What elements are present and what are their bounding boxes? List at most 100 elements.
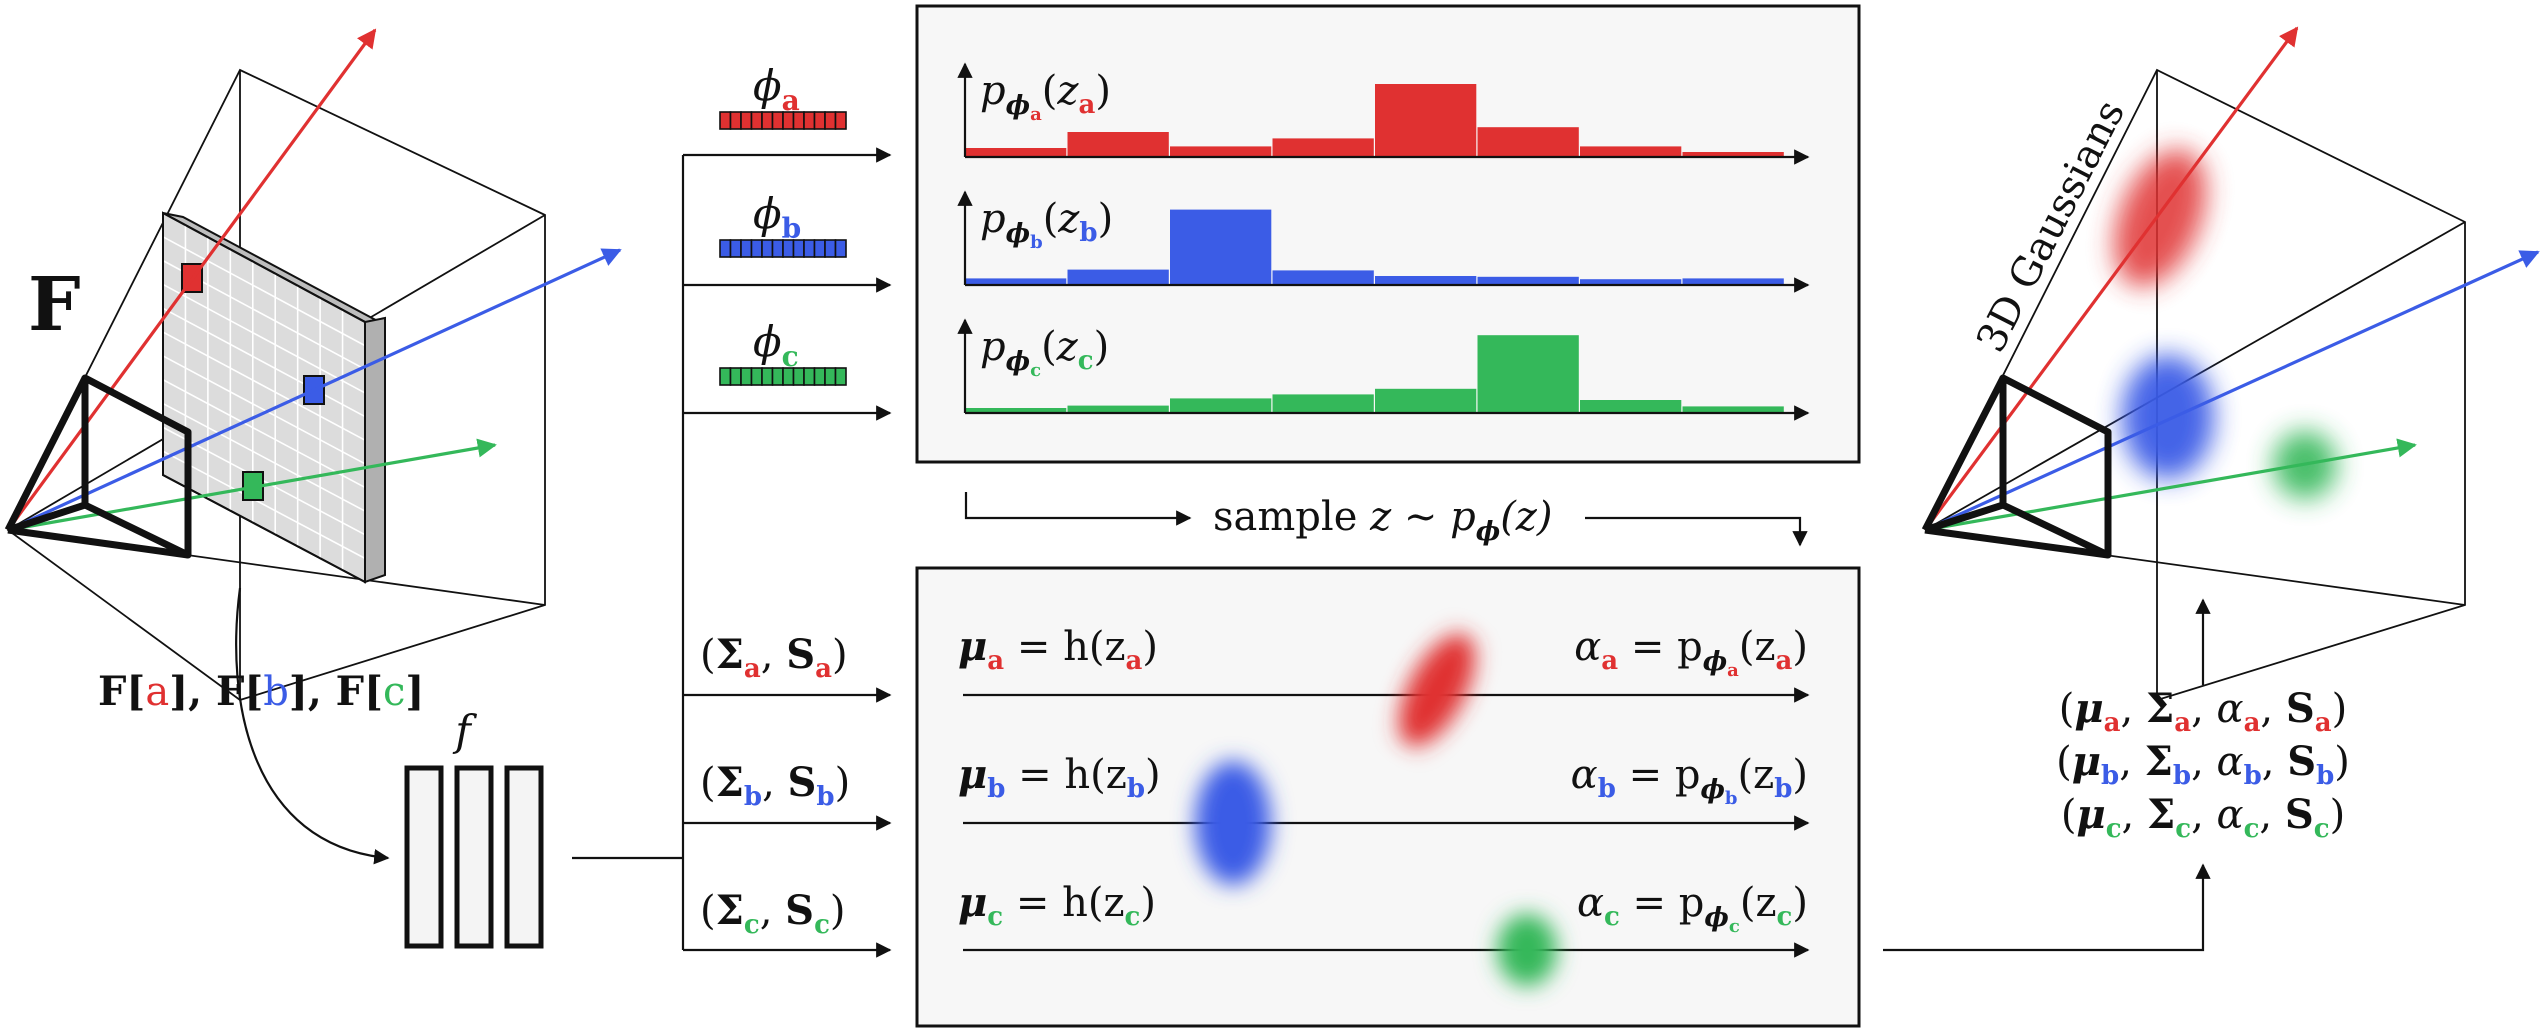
param-cell <box>750 239 763 258</box>
output-arrow <box>1883 863 2211 952</box>
param-cell <box>813 239 826 258</box>
phi-a-label: ϕa <box>753 61 800 117</box>
histogram-bar <box>1272 394 1374 412</box>
param-cell <box>782 239 795 258</box>
alpha-label-c: αc = pϕc(zc) <box>1577 880 1808 937</box>
histogram-bar <box>1580 146 1682 156</box>
param-strip-b <box>719 239 847 258</box>
param-cell <box>834 111 847 130</box>
feature-map-plane <box>162 211 386 584</box>
phi-b-label: ϕb <box>753 189 801 245</box>
dist-label-b: pϕb(zb) <box>980 196 1113 253</box>
histogram-bar <box>1067 269 1169 284</box>
mlp-label: f <box>452 706 477 755</box>
histogram-bar <box>1477 335 1579 412</box>
histogram-bar <box>965 278 1067 284</box>
param-cell <box>729 239 742 258</box>
alpha-label-a: αa = pϕa(za) <box>1574 624 1808 681</box>
param-cell <box>729 111 742 130</box>
gaussians-3d-label: 3D Gaussians <box>1968 93 2134 360</box>
left-camera-scene: F F[a], F[b], F[c] <box>4 28 622 865</box>
histogram-bar <box>1067 132 1169 156</box>
param-cell <box>792 111 805 130</box>
param-cell <box>750 367 763 386</box>
param-cell <box>771 367 784 386</box>
histogram-bar <box>1477 127 1579 156</box>
param-cell <box>813 111 826 130</box>
histogram-bar <box>1272 138 1374 156</box>
param-cell <box>750 111 763 130</box>
param-cell <box>803 239 816 258</box>
sample-label: sample z ∼ pϕ(z) <box>1213 494 1553 547</box>
param-cell <box>782 111 795 130</box>
covariance-labels: (Σa, Sa) (Σb, Sb) (Σc, Sc) <box>700 631 850 940</box>
lookup-arrow <box>235 587 390 865</box>
histogram-bar <box>1067 405 1169 412</box>
histogram-bar <box>1682 152 1784 156</box>
histogram-bar <box>1375 276 1477 284</box>
histogram-bar <box>1580 279 1682 284</box>
histogram-bar <box>1170 398 1272 412</box>
param-cell <box>792 367 805 386</box>
mlp-layer-3 <box>504 765 544 949</box>
ray-3d-a <box>1923 26 2299 531</box>
mlp-layer-1 <box>404 765 444 949</box>
param-cell <box>761 367 774 386</box>
param-cell <box>834 367 847 386</box>
output-tuple-a: (μa, Σa, αa, Sa) <box>2059 685 2347 738</box>
dist-label-c: pϕc(zc) <box>980 324 1109 381</box>
mlp-block: f <box>404 706 544 949</box>
camera-icon-left <box>4 374 192 559</box>
cov-label-c: (Σc, Sc) <box>700 887 846 940</box>
param-cell <box>834 239 847 258</box>
param-cell <box>719 367 732 386</box>
histogram-a <box>957 62 1810 165</box>
output-tuples: (μa, Σa, αa, Sa) (μb, Σb, αb, Sb) (μc, Σ… <box>2056 685 2350 844</box>
mlp-layer-2 <box>454 765 494 949</box>
gaussian-blob-b <box>1195 761 1271 885</box>
param-strip-a <box>719 111 847 130</box>
alpha-label-b: αb = pϕb(zb) <box>1571 752 1808 809</box>
param-cell <box>803 367 816 386</box>
gaussian-3d-b <box>2122 355 2214 479</box>
histogram-bar <box>965 148 1067 156</box>
dist-label-a: pϕa(za) <box>980 68 1111 125</box>
cov-label-b: (Σb, Sb) <box>700 759 850 812</box>
cov-label-a: (Σa, Sa) <box>700 631 848 684</box>
ray-a <box>6 28 377 531</box>
param-cell <box>761 111 774 130</box>
param-cell <box>824 367 837 386</box>
ray-c <box>7 438 497 532</box>
param-cell <box>792 239 805 258</box>
gaussian-blob-c <box>1497 914 1557 986</box>
histogram-bar <box>1682 278 1784 284</box>
param-cell <box>803 111 816 130</box>
histogram-bar <box>1272 270 1374 284</box>
param-cell <box>719 111 732 130</box>
camera-icon-right <box>1921 374 2112 559</box>
param-cell <box>813 367 826 386</box>
param-cell <box>729 367 742 386</box>
param-cell <box>824 239 837 258</box>
mu-label-b: μb = h(zb) <box>958 751 1161 804</box>
ray-b <box>7 248 622 532</box>
param-cell <box>740 367 753 386</box>
histogram-c <box>957 318 1810 421</box>
param-strip-c <box>719 367 847 386</box>
gaussian-blob-a <box>1398 633 1476 747</box>
histogram-bar <box>1580 400 1682 412</box>
feature-lookup-label: F[a], F[b], F[c] <box>98 668 424 715</box>
mu-label-c: μc = h(zc) <box>958 879 1156 932</box>
ray-3d-c <box>1924 438 2417 532</box>
distribution-box: pϕa(za) pϕb(zb) pϕc(zc) <box>915 4 1861 464</box>
mu-label-a: μa = h(za) <box>958 623 1158 676</box>
histogram-bar <box>1682 406 1784 412</box>
histogram-bar <box>1375 388 1477 412</box>
branch-connectors <box>572 147 892 958</box>
param-cell <box>740 239 753 258</box>
sample-row: sample z ∼ pϕ(z) <box>964 492 1808 547</box>
output-tuple-c: (μc, Σc, αc, Sc) <box>2061 791 2345 844</box>
histogram-bar <box>1375 84 1477 156</box>
output-tuple-b: (μb, Σb, αb, Sb) <box>2056 738 2350 791</box>
